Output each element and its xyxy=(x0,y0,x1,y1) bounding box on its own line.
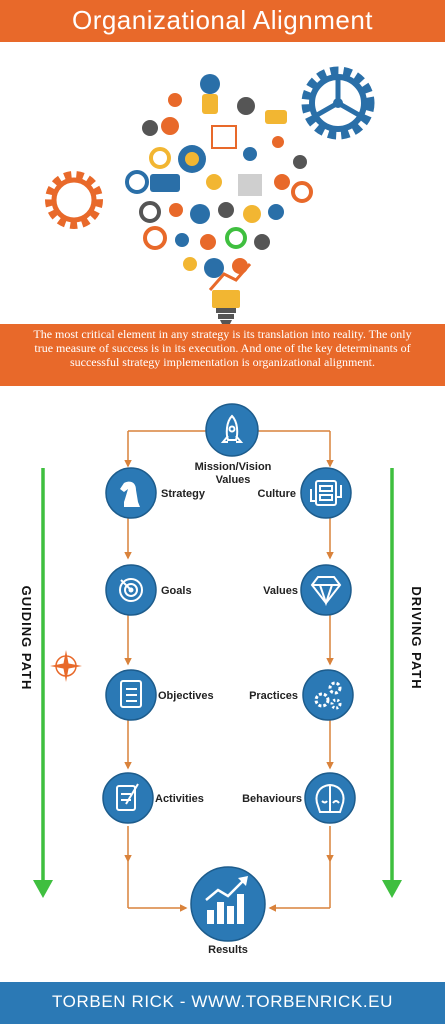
activities-label: Activities xyxy=(155,793,204,805)
behaviours-label: Behaviours xyxy=(242,793,302,805)
rocket-icon xyxy=(220,414,244,443)
footer-text[interactable]: TORBEN RICK - WWW.TORBENRICK.EU xyxy=(52,992,393,1011)
compass-icon xyxy=(50,650,82,682)
mission-vision-node: Mission/Vision Values xyxy=(195,403,272,486)
objectives-node: Objectives xyxy=(105,669,214,721)
goals-node: Goals xyxy=(105,564,192,616)
results-node: Results xyxy=(190,866,266,956)
chess-knight-icon xyxy=(120,481,140,507)
diamond-icon xyxy=(310,576,342,607)
checklist-icon xyxy=(120,680,142,708)
title-banner: Organizational Alignment xyxy=(0,0,445,42)
behaviours-node: Behaviours xyxy=(242,772,356,824)
goals-label: Goals xyxy=(161,585,192,597)
intro-text: The most critical element in any strateg… xyxy=(33,327,412,369)
strategy-node: Strategy xyxy=(105,467,206,519)
orange-gear-icon xyxy=(45,171,103,229)
flowchart-icon xyxy=(310,480,342,506)
practices-node: Practices xyxy=(249,669,354,721)
gears-icon xyxy=(314,681,342,710)
mission-vision-label: Mission/Vision xyxy=(195,461,272,473)
pencil-notes-icon xyxy=(116,783,139,811)
chart-growth-icon xyxy=(205,876,248,924)
guiding-path-arrow xyxy=(33,468,53,898)
connector-lines xyxy=(124,430,334,912)
practices-label: Practices xyxy=(249,690,298,702)
blue-gear-icon xyxy=(301,66,375,140)
driving-path-arrow xyxy=(382,468,402,898)
objectives-label: Objectives xyxy=(158,690,214,702)
strategy-label: Strategy xyxy=(161,488,206,500)
footer-banner: TORBEN RICK - WWW.TORBENRICK.EU xyxy=(0,982,445,1024)
activities-node: Activities xyxy=(102,772,204,824)
head-faces-icon xyxy=(315,783,345,813)
results-label: Results xyxy=(208,944,248,956)
intro-banner: The most critical element in any strateg… xyxy=(0,324,445,386)
values-label: Values xyxy=(263,585,298,597)
hero-illustration xyxy=(45,66,375,326)
idea-cluster-icon xyxy=(125,74,313,326)
alignment-diagram: GUIDING PATH DRIVING PATH Mission/Vision… xyxy=(19,403,424,956)
driving-path-label: DRIVING PATH xyxy=(409,586,424,689)
page-title: Organizational Alignment xyxy=(71,5,374,35)
culture-label: Culture xyxy=(258,488,297,500)
target-icon xyxy=(119,578,143,602)
guiding-path-label: GUIDING PATH xyxy=(19,586,34,691)
values-node: Values xyxy=(263,564,352,616)
mission-values-label: Values xyxy=(216,474,251,486)
culture-node: Culture xyxy=(258,467,352,519)
